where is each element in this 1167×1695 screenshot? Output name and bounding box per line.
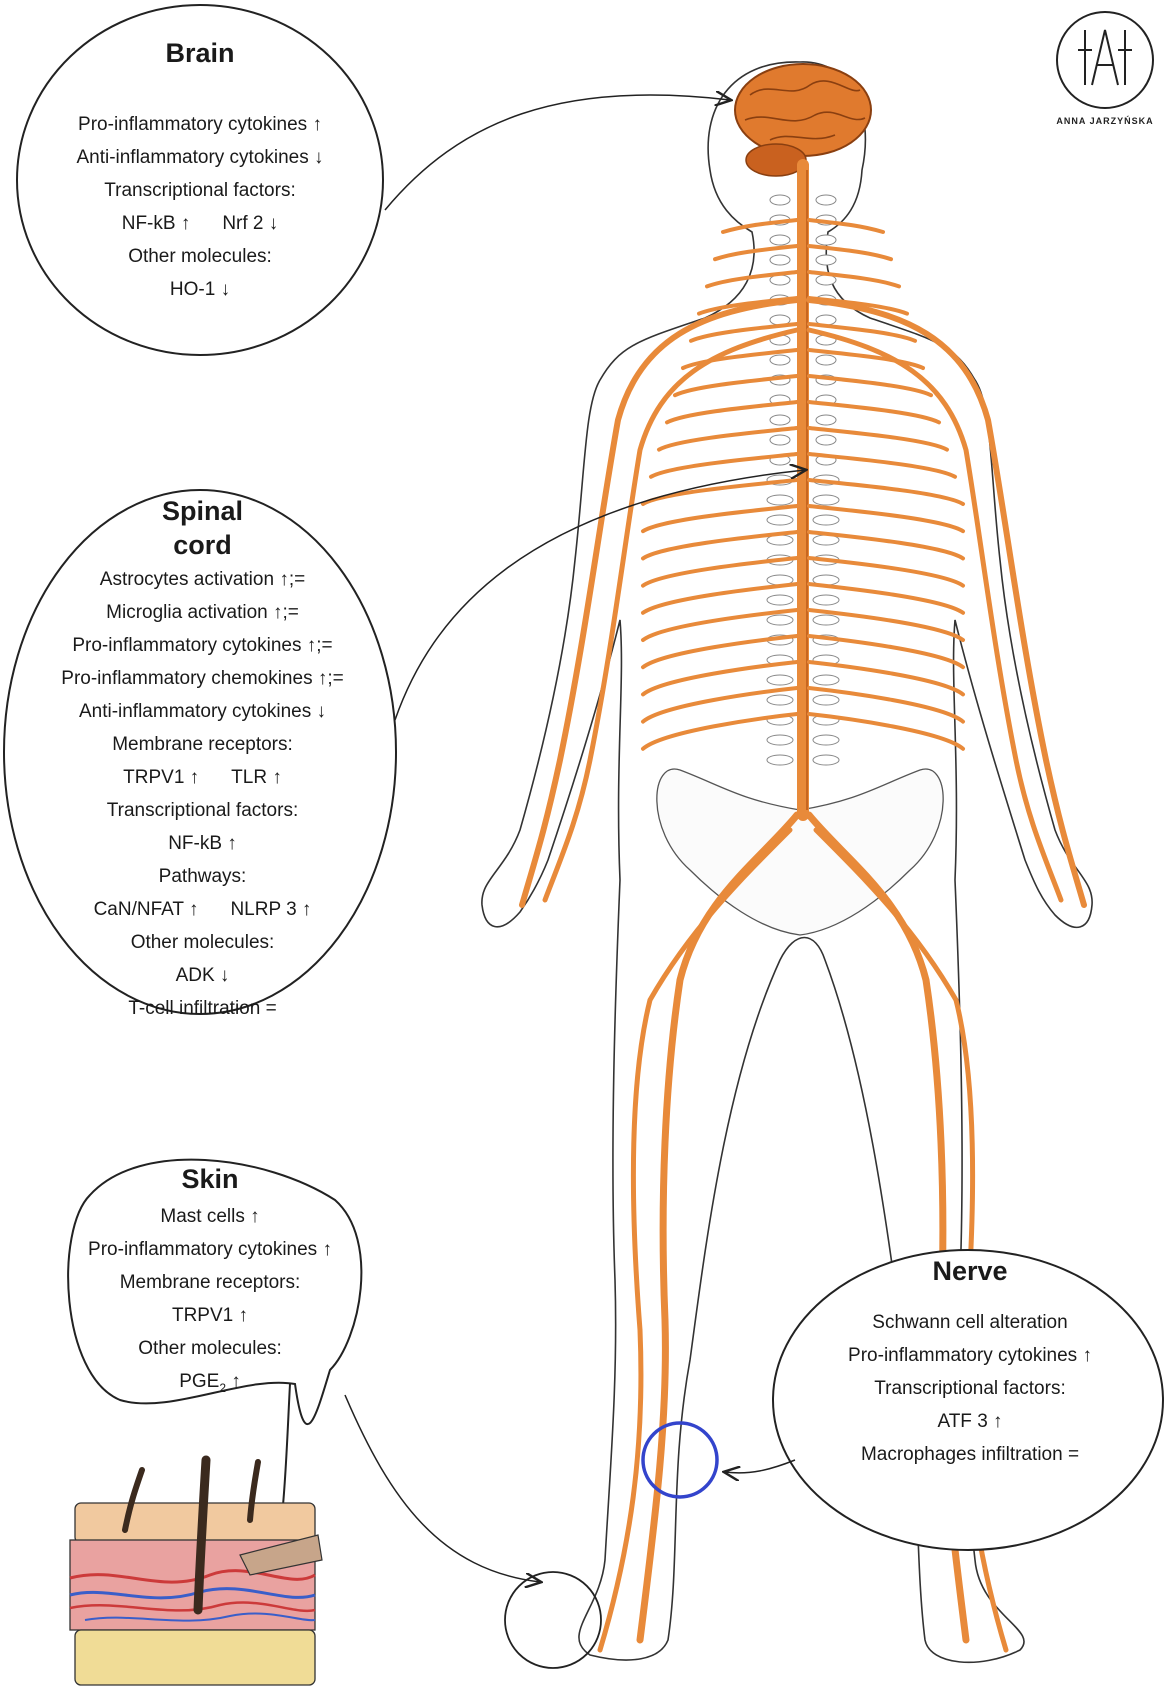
spinal-line-9: NF-kB ↑ bbox=[20, 827, 385, 860]
brain-line-1: Pro-inflammatory cytokines ↑ bbox=[40, 108, 360, 141]
vertebra-right bbox=[813, 735, 839, 745]
brain-title: Brain bbox=[40, 36, 360, 70]
leg-nerve-left-2 bbox=[600, 830, 790, 1650]
hypodermis-layer bbox=[75, 1630, 315, 1685]
spinal-cord-panel: Spinal cord Astrocytes activation ↑;= Mi… bbox=[20, 495, 385, 1025]
spinal-nerve-right bbox=[809, 220, 883, 232]
spinal-line-5: Anti-inflammatory cytokines ↓ bbox=[20, 695, 385, 728]
spinal-line-1: Astrocytes activation ↑;= bbox=[20, 563, 385, 596]
vertebra-left bbox=[767, 595, 793, 605]
brain-nrf2: Nrf 2 ↓ bbox=[222, 207, 278, 240]
skin-pge-arrow: ↑ bbox=[226, 1371, 241, 1392]
nerve-line-3: Transcriptional factors: bbox=[785, 1372, 1155, 1405]
skin-line-3: Membrane receptors: bbox=[60, 1266, 360, 1299]
vertebra-right bbox=[816, 235, 836, 245]
vertebra-right bbox=[816, 195, 836, 205]
spinal-can-nfat: CaN/NFAT ↑ bbox=[94, 893, 199, 926]
skin-line-1: Mast cells ↑ bbox=[60, 1200, 360, 1233]
skin-line-4: TRPV1 ↑ bbox=[60, 1299, 360, 1332]
vertebra-left bbox=[767, 615, 793, 625]
vertebra-right bbox=[816, 255, 836, 265]
spinal-line-11: CaN/NFAT ↑ NLRP 3 ↑ bbox=[20, 893, 385, 926]
vertebra-left bbox=[767, 515, 793, 525]
spinal-title-1: Spinal bbox=[20, 495, 385, 527]
vertebra-left bbox=[767, 755, 793, 765]
skin-pge: PGE bbox=[179, 1371, 219, 1392]
spinal-line-8: Transcriptional factors: bbox=[20, 794, 385, 827]
spinal-title-2: cord bbox=[20, 529, 385, 561]
vertebra-right bbox=[816, 435, 836, 445]
nerve-line-4: ATF 3 ↑ bbox=[785, 1405, 1155, 1438]
vertebra-left bbox=[770, 195, 790, 205]
spinal-line-14: T-cell infiltration = bbox=[20, 992, 385, 1025]
vertebra-left bbox=[767, 735, 793, 745]
spinal-line-7: TRPV1 ↑ TLR ↑ bbox=[20, 761, 385, 794]
vertebra-left bbox=[770, 355, 790, 365]
vertebra-right bbox=[813, 595, 839, 605]
nerve-line-5: Macrophages infiltration = bbox=[785, 1438, 1155, 1471]
vertebra-left bbox=[770, 255, 790, 265]
nerve-line-1: Schwann cell alteration bbox=[785, 1306, 1155, 1339]
artist-logo bbox=[1057, 12, 1153, 108]
spinal-arrow bbox=[395, 470, 805, 720]
brain-nfkb: NF-kB ↑ bbox=[122, 207, 191, 240]
logo-name: ANNA JARZYŃSKA bbox=[1045, 116, 1165, 126]
spinal-nlrp3: NLRP 3 ↑ bbox=[230, 893, 311, 926]
brain-line-4: NF-kB ↑ Nrf 2 ↓ bbox=[40, 207, 360, 240]
spinal-nerve-left bbox=[643, 532, 797, 558]
nerve-panel: Nerve Schwann cell alteration Pro-inflam… bbox=[785, 1254, 1155, 1471]
spinal-nerve-right bbox=[809, 532, 963, 558]
skin-line-6: PGE2 ↑ bbox=[60, 1365, 360, 1405]
brain-line-2: Anti-inflammatory cytokines ↓ bbox=[40, 141, 360, 174]
spinal-line-13: ADK ↓ bbox=[20, 959, 385, 992]
vertebra-left bbox=[770, 415, 790, 425]
vertebra-right bbox=[816, 355, 836, 365]
brain-line-5: Other molecules: bbox=[40, 240, 360, 273]
logo-monogram bbox=[1078, 30, 1132, 85]
skin-line-2: Pro-inflammatory cytokines ↑ bbox=[60, 1233, 360, 1266]
skin-panel: Skin Mast cells ↑ Pro-inflammatory cytok… bbox=[60, 1162, 360, 1405]
vertebra-right bbox=[813, 515, 839, 525]
brain-panel: Brain Pro-inflammatory cytokines ↑ Anti-… bbox=[40, 36, 360, 306]
spinal-nerve-left bbox=[675, 376, 797, 395]
vertebra-left bbox=[770, 435, 790, 445]
spinal-line-4: Pro-inflammatory chemokines ↑;= bbox=[20, 662, 385, 695]
skin-arrow bbox=[345, 1395, 540, 1582]
spinal-tlr: TLR ↑ bbox=[231, 761, 282, 794]
brain-arrow bbox=[385, 95, 730, 210]
brain-shape bbox=[735, 64, 871, 156]
spinal-trpv1: TRPV1 ↑ bbox=[123, 761, 199, 794]
skin-pge-subscript: 2 bbox=[219, 1381, 226, 1395]
skin-title: Skin bbox=[60, 1162, 360, 1196]
vertebra-right bbox=[813, 695, 839, 705]
spinal-line-6: Membrane receptors: bbox=[20, 728, 385, 761]
epidermis-layer bbox=[75, 1503, 315, 1543]
vertebra-right bbox=[813, 755, 839, 765]
spinal-line-3: Pro-inflammatory cytokines ↑;= bbox=[20, 629, 385, 662]
spinal-line-10: Pathways: bbox=[20, 860, 385, 893]
vertebra-right bbox=[813, 675, 839, 685]
nerve-line-2: Pro-inflammatory cytokines ↑ bbox=[785, 1339, 1155, 1372]
vertebra-right bbox=[813, 615, 839, 625]
vertebra-left bbox=[767, 695, 793, 705]
vertebra-left bbox=[770, 235, 790, 245]
spinal-nerve-left bbox=[723, 220, 797, 232]
spinal-line-12: Other molecules: bbox=[20, 926, 385, 959]
spinal-nerve-right bbox=[809, 376, 931, 395]
vertebra-left bbox=[767, 495, 793, 505]
nerve-title: Nerve bbox=[785, 1254, 1155, 1288]
foot-circle bbox=[505, 1572, 601, 1668]
vertebra-right bbox=[816, 415, 836, 425]
brain-line-6: HO-1 ↓ bbox=[40, 273, 360, 306]
vertebra-right bbox=[813, 495, 839, 505]
logo-circle bbox=[1057, 12, 1153, 108]
spinal-nerve-right bbox=[809, 454, 955, 477]
spinal-line-2: Microglia activation ↑;= bbox=[20, 596, 385, 629]
brain-line-3: Transcriptional factors: bbox=[40, 174, 360, 207]
vertebra-left bbox=[767, 675, 793, 685]
sciatic-nerve-left bbox=[640, 815, 797, 1640]
skin-line-5: Other molecules: bbox=[60, 1332, 360, 1365]
